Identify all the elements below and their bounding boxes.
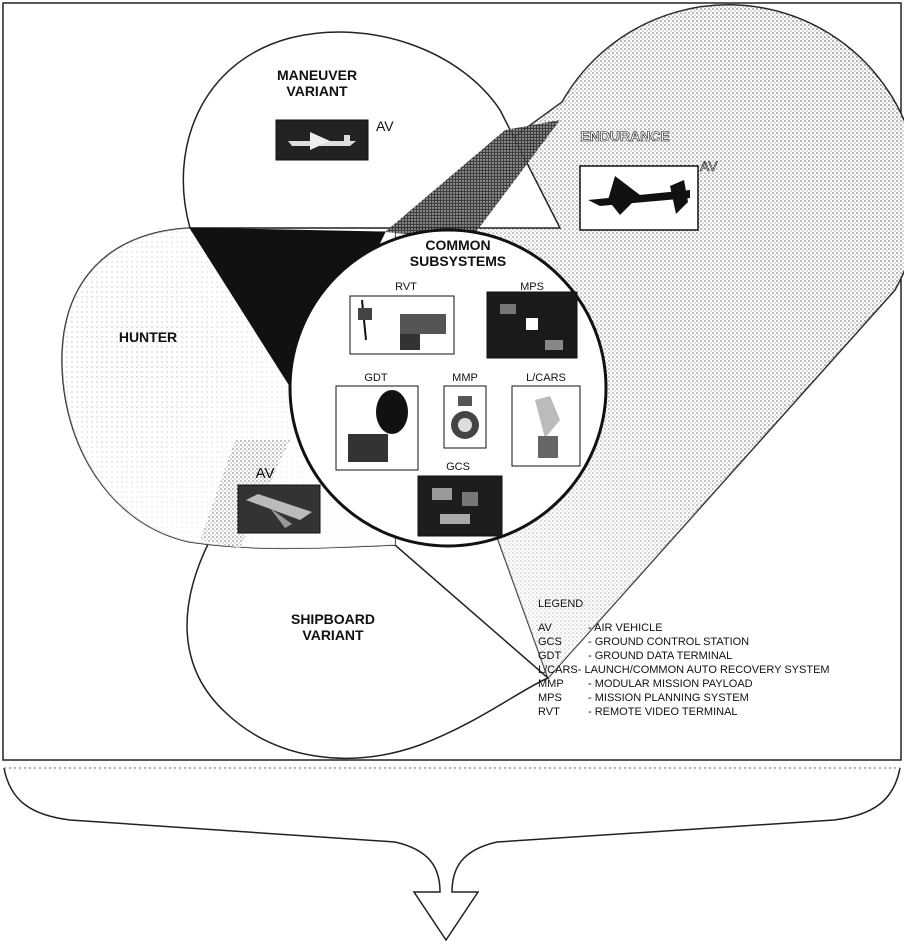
outer-frame	[2, 2, 902, 761]
maneuver-lobe	[182, 31, 562, 229]
legend-desc: - MISSION PLANNING SYSTEM	[588, 692, 749, 704]
legend-desc: - GROUND DATA TERMINAL	[588, 650, 733, 662]
legend-abbr: GDT	[538, 650, 562, 662]
legend-item: GCS - GROUND CONTROL STATION	[538, 635, 830, 649]
legend-item: RVT - REMOTE VIDEO TERMINAL	[538, 705, 830, 719]
overlap-wedge-upper	[385, 120, 560, 240]
legend-item: MPS - MISSION PLANNING SYSTEM	[538, 691, 830, 705]
maneuver-av-image	[275, 119, 369, 161]
mps-image	[486, 291, 578, 359]
legend: LEGEND AV - AIR VEHICLE GCS - GROUND CONTRO…	[538, 597, 830, 719]
rvt-label: RVT	[395, 281, 417, 293]
legend-desc: - GROUND CONTROL STATION	[588, 636, 750, 648]
legend-desc: - REMOTE VIDEO TERMINAL	[588, 706, 738, 718]
legend-abbr: MMP	[538, 678, 564, 690]
legend-item: MMP - MODULAR MISSION PAYLOAD	[538, 677, 830, 691]
lcars-label: L/CARS	[526, 372, 566, 384]
legend-rows: AV - AIR VEHICLE GCS - GROUND CONTROL STATI…	[538, 621, 830, 719]
gdt-image	[335, 385, 419, 471]
maneuver-av-label: AV	[376, 118, 394, 134]
lcars-image	[511, 385, 581, 467]
legend-item: L/CARS- LAUNCH/COMMON AUTO RECOVERY SYST…	[538, 663, 830, 677]
legend-desc: - LAUNCH/COMMON AUTO RECOVERY SYSTEM	[577, 664, 830, 676]
rvt-image	[349, 295, 455, 355]
gdt-label: GDT	[364, 372, 388, 384]
endurance-av-image	[579, 165, 699, 231]
mps-label: MPS	[520, 281, 544, 293]
legend-desc: - MODULAR MISSION PAYLOAD	[588, 678, 753, 690]
legend-abbr: GCS	[538, 636, 562, 648]
legend-abbr: AV	[538, 622, 552, 634]
legend-desc: - AIR VEHICLE	[588, 622, 663, 634]
legend-title: LEGEND	[538, 598, 584, 610]
legend-item: GDT - GROUND DATA TERMINAL	[538, 649, 830, 663]
endurance-label: ENDURANCE	[580, 128, 669, 144]
gcs-image	[417, 475, 503, 537]
shipboard-lobe	[186, 539, 550, 759]
legend-abbr: L/CARS	[538, 664, 578, 676]
legend-abbr: RVT	[538, 706, 560, 718]
bottom-brace-arrow	[3, 767, 901, 942]
hunter-av-label: AV	[256, 465, 275, 482]
legend-abbr: MPS	[538, 692, 562, 704]
hunter-label: HUNTER	[119, 329, 177, 345]
gcs-label: GCS	[446, 461, 470, 473]
mmp-label: MMP	[452, 372, 478, 384]
legend-item: AV - AIR VEHICLE	[538, 621, 830, 635]
mmp-image	[443, 385, 487, 449]
hunter-av-image	[237, 484, 321, 534]
endurance-av-label: AV	[700, 158, 718, 174]
